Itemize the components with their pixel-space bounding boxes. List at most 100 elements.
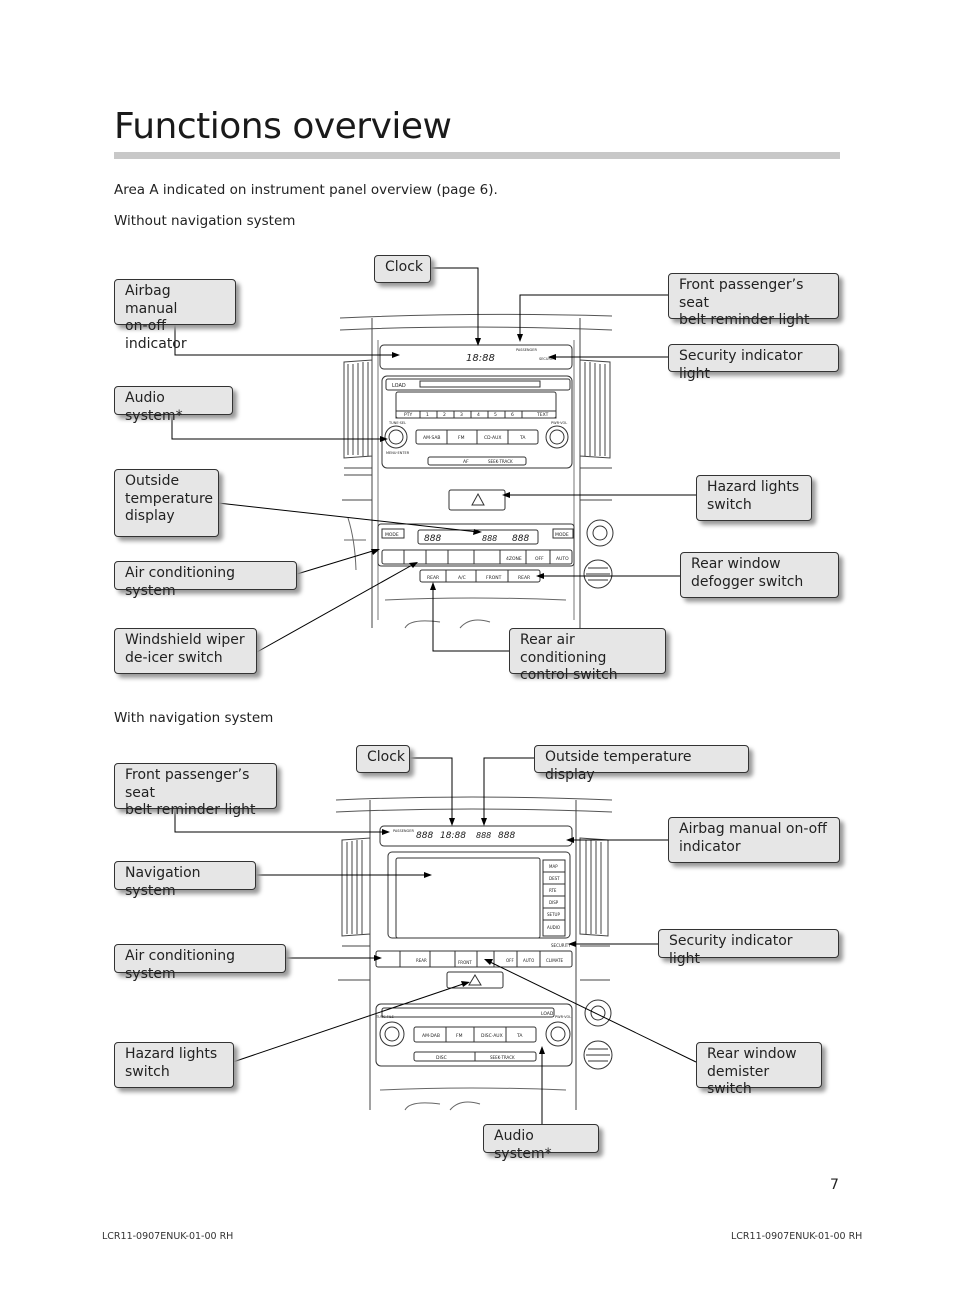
svg-text:4: 4: [477, 412, 480, 418]
svg-text:1: 1: [426, 412, 429, 418]
callout-hazard-switch-2: Hazard lights switch: [114, 1042, 234, 1088]
svg-text:CD·AUX: CD·AUX: [484, 435, 502, 441]
svg-text:AM·DAB: AM·DAB: [422, 1033, 440, 1039]
title-rule: [114, 152, 840, 159]
svg-text:5: 5: [494, 412, 497, 418]
dial-right-upper-2: [584, 999, 612, 1027]
panel1-off-label: OFF: [535, 556, 544, 562]
svg-text:FM: FM: [456, 1033, 463, 1039]
intro-text: Area A indicated on instrument panel ove…: [114, 182, 498, 198]
callout-airbag-indicator-1: Airbag manual on-off indicator: [114, 279, 236, 352]
callout-clock-1: Clock: [374, 255, 431, 283]
panel1-text-label: TEXT: [536, 412, 549, 418]
hazard-switch-housing: [448, 489, 506, 511]
diagram1-leader-lines: [171, 267, 696, 653]
callout-security-light-2: Security indicator light: [658, 929, 839, 967]
panel1-temp-mid: 888: [482, 534, 497, 543]
svg-text:AUDIO: AUDIO: [547, 925, 560, 930]
callout-air-conditioning-1: Air conditioning system: [114, 561, 297, 599]
panel1-zone-label: 4ZONE: [506, 556, 522, 562]
footer-right: LCR11-0907ENUK-01-00 RH: [731, 1231, 863, 1242]
diagram2-arrowheads: [374, 818, 576, 1054]
volume-knob: [545, 425, 569, 449]
svg-text:DISP: DISP: [549, 900, 559, 905]
footer-left: LCR11-0907ENUK-01-00 RH: [102, 1231, 234, 1242]
svg-text:3: 3: [460, 412, 463, 418]
callout-front-seat-belt-2: Front passenger’s seat belt reminder lig…: [114, 763, 277, 818]
left-air-vent: [342, 359, 373, 501]
diagram1-arrowheads: [371, 334, 556, 590]
callout-hazard-switch-1: Hazard lights switch: [696, 475, 812, 521]
climate-panel: [377, 523, 575, 567]
svg-text:2: 2: [443, 412, 446, 418]
svg-text:MAP: MAP: [549, 864, 558, 869]
panel1-pwr-vol: PWR·VOL: [551, 421, 567, 425]
radio-panel-2: [375, 1003, 573, 1067]
callout-air-conditioning-2: Air conditioning system: [114, 944, 286, 982]
svg-text:6: 6: [511, 412, 514, 418]
callout-navigation-2: Navigation system: [114, 861, 256, 899]
radio-panel: [381, 375, 573, 469]
panel1-mode-left: MODE: [385, 532, 399, 538]
dashboard-outline: [339, 313, 613, 331]
callout-outside-temp-2: Outside temperature display: [534, 745, 749, 783]
panel1-pty-label: PTY: [404, 412, 412, 418]
panel2-load-label: LOAD: [541, 1011, 554, 1017]
section-heading-with-nav: With navigation system: [114, 710, 274, 726]
panel1-clock-display: 18:88: [466, 353, 495, 364]
page-number: 7: [830, 1177, 839, 1193]
svg-text:FM: FM: [458, 435, 465, 441]
panel2-tune-file: TUNE·FILE: [375, 1015, 394, 1019]
svg-text:TA: TA: [519, 435, 526, 441]
callout-windshield-wiper-1: Windshield wiper de-icer switch: [114, 628, 257, 674]
tune-knob: [384, 425, 408, 449]
callout-front-seat-belt-1: Front passenger’s seat belt reminder lig…: [668, 273, 839, 328]
callout-audio-system-1: Audio system*: [114, 386, 233, 424]
volume-knob-2: [545, 1021, 571, 1047]
svg-text:FRONT: FRONT: [458, 960, 472, 965]
hazard-switch-housing-2: [446, 971, 504, 989]
left-air-vent-2: [338, 837, 371, 981]
panel2-security-label: SECURITY: [551, 943, 571, 948]
right-air-vent: [579, 359, 612, 501]
callout-security-light-1: Security indicator light: [668, 344, 839, 382]
tune-knob-2: [379, 1021, 405, 1047]
section-heading-without-nav: Without navigation system: [114, 213, 296, 229]
panel1-tune-sel: TUNE·SEL: [388, 421, 406, 425]
svg-text:TA: TA: [516, 1033, 523, 1039]
panel1-temp-left: 888: [424, 534, 441, 544]
callout-rear-defogger-1: Rear window defogger switch: [680, 552, 839, 598]
svg-text:RTE: RTE: [549, 888, 557, 893]
panel2-temp-left: 888: [416, 831, 433, 841]
svg-text:A/C: A/C: [458, 575, 466, 581]
panel1-security-label: SECURITY: [539, 357, 557, 361]
callout-outside-temp-1: Outside temperature display: [114, 469, 219, 537]
panel2-seek-track: SEEK·TRACK: [490, 1055, 515, 1060]
panel1-preset-numbers: 1 2 3 4 5 6: [426, 412, 514, 418]
navigation-screen: [395, 857, 541, 939]
callout-airbag-indicator-2: Airbag manual on-off indicator: [668, 817, 840, 863]
panel2-clock-display: 18:88: [440, 831, 466, 841]
svg-text:OFF: OFF: [506, 958, 514, 963]
svg-text:REAR: REAR: [416, 958, 427, 963]
svg-text:DEST: DEST: [549, 876, 560, 881]
panel2-side-buttons: MAP DEST RTE DISP SETUP AUDIO: [547, 864, 560, 930]
panel2-temp-right: 888: [498, 831, 515, 841]
dial-right-lower-2: [583, 1040, 613, 1070]
dial-right-upper: [586, 519, 614, 547]
panel2-radio-buttons: AM·DAB FM DISC·AUX TA: [422, 1033, 523, 1039]
callout-clock-2: Clock: [356, 745, 410, 773]
panel1-af-label: AF: [463, 459, 469, 465]
svg-text:AM·SAB: AM·SAB: [423, 435, 441, 441]
callout-audio-system-2: Audio system*: [483, 1124, 599, 1162]
callout-rear-ac-1: Rear air conditioning control switch: [509, 628, 666, 683]
panel2-ac-buttons: REAR FRONT OFF AUTO CLIMATE: [416, 958, 564, 965]
svg-text:AUTO: AUTO: [523, 958, 534, 963]
svg-text:REAR: REAR: [427, 575, 439, 581]
svg-text:CLIMATE: CLIMATE: [546, 958, 564, 963]
svg-text:SETUP: SETUP: [547, 912, 560, 917]
callout-rear-demister-2: Rear window demister switch: [696, 1042, 822, 1097]
panel2-disc-label: DISC: [436, 1055, 447, 1061]
svg-text:FRONT: FRONT: [486, 575, 502, 581]
